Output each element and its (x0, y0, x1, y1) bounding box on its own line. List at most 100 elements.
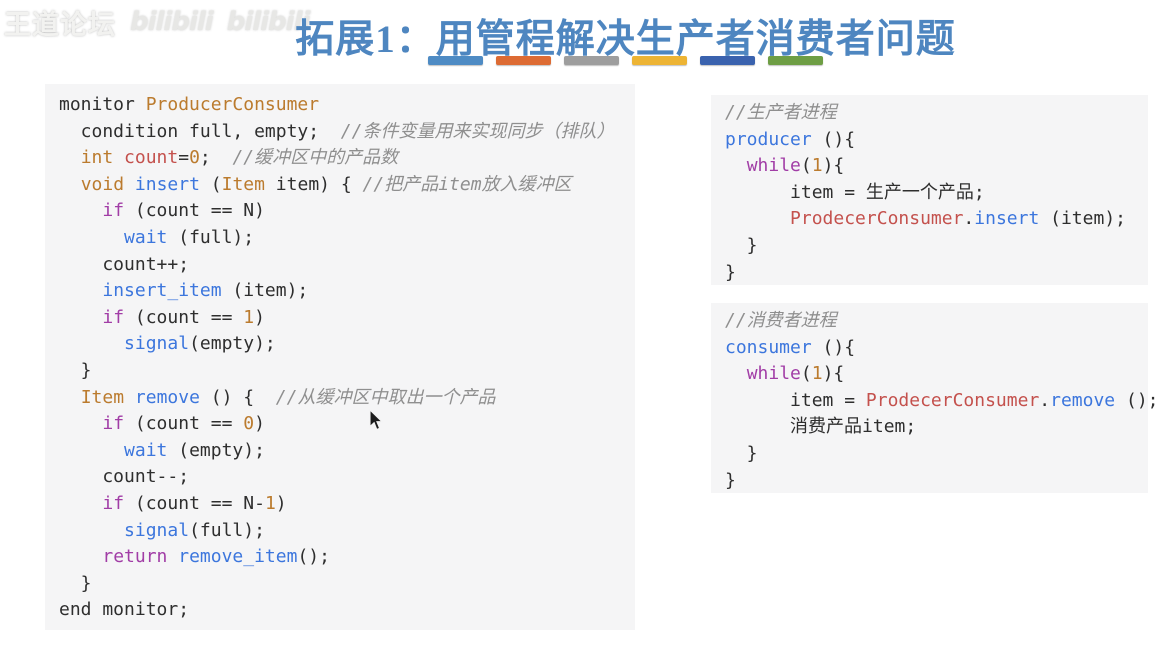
code-token (124, 387, 135, 408)
code-token (59, 546, 102, 567)
divider-bars (428, 56, 823, 65)
code-line: insert_item (item); (59, 278, 635, 305)
code-token: count--; (59, 466, 190, 488)
code-token: 1 (811, 155, 823, 177)
watermark: 王道论坛 bilibili bilibili (4, 5, 310, 40)
code-line: wait (empty); (59, 438, 635, 465)
code-token: item = (725, 389, 866, 411)
code-token: () { (199, 386, 276, 408)
code-token: (count == N) (124, 200, 265, 222)
code-token: (count == (124, 413, 244, 435)
code-token: if (102, 200, 125, 222)
code-line: count++; (59, 252, 635, 279)
code-token: while (746, 363, 801, 385)
divider-bar (768, 56, 823, 65)
code-token: (){ (811, 128, 856, 150)
code-token: (); (1115, 389, 1159, 411)
code-line: if (count == 0) (59, 411, 635, 438)
code-token (725, 208, 790, 229)
code-line: if (count == N-1) (59, 491, 635, 518)
code-token: ProducerConsumer (145, 94, 320, 115)
code-token: signal (124, 333, 190, 355)
code-token: (item); (1039, 208, 1126, 230)
code-line: Item remove () { //从缓冲区中取出一个产品 (59, 385, 635, 412)
code-token: int (80, 147, 114, 169)
code-line: item = 生产一个产品; (725, 180, 1148, 207)
code-token: if (102, 492, 125, 514)
code-token: //条件变量用来实现同步（排队） (340, 120, 615, 142)
code-token: 1 (264, 492, 276, 514)
code-token: //消费者进程 (725, 310, 837, 331)
code-token (59, 413, 102, 434)
code-token: insert (134, 173, 200, 195)
code-line: 消费产品item; (725, 414, 1148, 441)
code-line: int count=0; //缓冲区中的产品数 (59, 145, 635, 172)
code-line: } (59, 571, 635, 598)
code-token: end monitor; (59, 599, 190, 621)
code-token: = (178, 147, 190, 169)
code-token: 1 (811, 363, 823, 385)
code-token: (); (297, 546, 330, 568)
code-line: } (725, 233, 1148, 260)
code-token: } (59, 572, 92, 594)
code-token (59, 520, 124, 541)
code-token: ProdecerConsumer (865, 389, 1040, 411)
code-token: count++; (59, 253, 190, 275)
code-line: } (725, 441, 1148, 468)
code-line: if (count == N) (59, 198, 635, 225)
code-token: } (725, 261, 736, 283)
code-token: ; (199, 147, 233, 169)
code-token: insert (974, 208, 1040, 230)
code-token: } (59, 359, 92, 381)
code-token: (full); (189, 519, 265, 541)
code-token: Item (221, 173, 265, 195)
code-token: wait (124, 226, 168, 248)
code-token (59, 307, 102, 328)
watermark-site-name: 王道论坛 (4, 9, 116, 40)
code-token (124, 174, 135, 195)
code-line: return remove_item(); (59, 544, 635, 571)
code-token: //缓冲区中的产品数 (232, 147, 399, 169)
code-token: ( (800, 155, 812, 177)
code-token: //生产者进程 (725, 102, 837, 123)
code-line: monitor ProducerConsumer (59, 92, 635, 119)
code-token: (empty); (189, 333, 276, 355)
code-token (59, 493, 102, 514)
code-token (113, 147, 124, 168)
code-token: signal (124, 519, 190, 541)
code-token (59, 440, 124, 461)
code-token: (empty); (167, 439, 265, 461)
code-line: signal(full); (59, 518, 635, 545)
code-token: . (1039, 389, 1051, 411)
code-token: ) (254, 306, 265, 328)
code-token: (count == (124, 306, 244, 328)
code-token: ProdecerConsumer (790, 208, 964, 230)
code-token: remove (134, 386, 200, 408)
code-line: //生产者进程 (725, 100, 1148, 127)
code-token: ){ (822, 363, 845, 385)
code-token (725, 363, 747, 384)
code-token: wait (124, 439, 168, 461)
code-token: (full); (167, 226, 255, 248)
bilibili-logo: bilibili (130, 7, 214, 37)
code-line: //消费者进程 (725, 308, 1148, 335)
code-token: if (102, 306, 125, 328)
code-line: condition full, empty; //条件变量用来实现同步（排队） (59, 119, 635, 146)
code-token: } (725, 442, 758, 464)
code-token (59, 280, 102, 301)
divider-bar (700, 56, 755, 65)
code-token (725, 155, 747, 176)
code-line: } (725, 260, 1148, 287)
code-token: 0 (243, 413, 255, 435)
code-token (59, 387, 81, 408)
code-token (167, 546, 178, 567)
code-token: producer (725, 128, 812, 150)
code-token: //从缓冲区中取出一个产品 (275, 386, 496, 408)
code-line: void insert (Item item) { //把产品item放入缓冲区 (59, 172, 635, 199)
code-token: item = 生产一个产品; (725, 181, 985, 203)
code-token: monitor (59, 94, 146, 115)
code-line: count--; (59, 464, 635, 491)
page-title: 拓展1：用管程解决生产者消费者问题 (295, 18, 956, 61)
